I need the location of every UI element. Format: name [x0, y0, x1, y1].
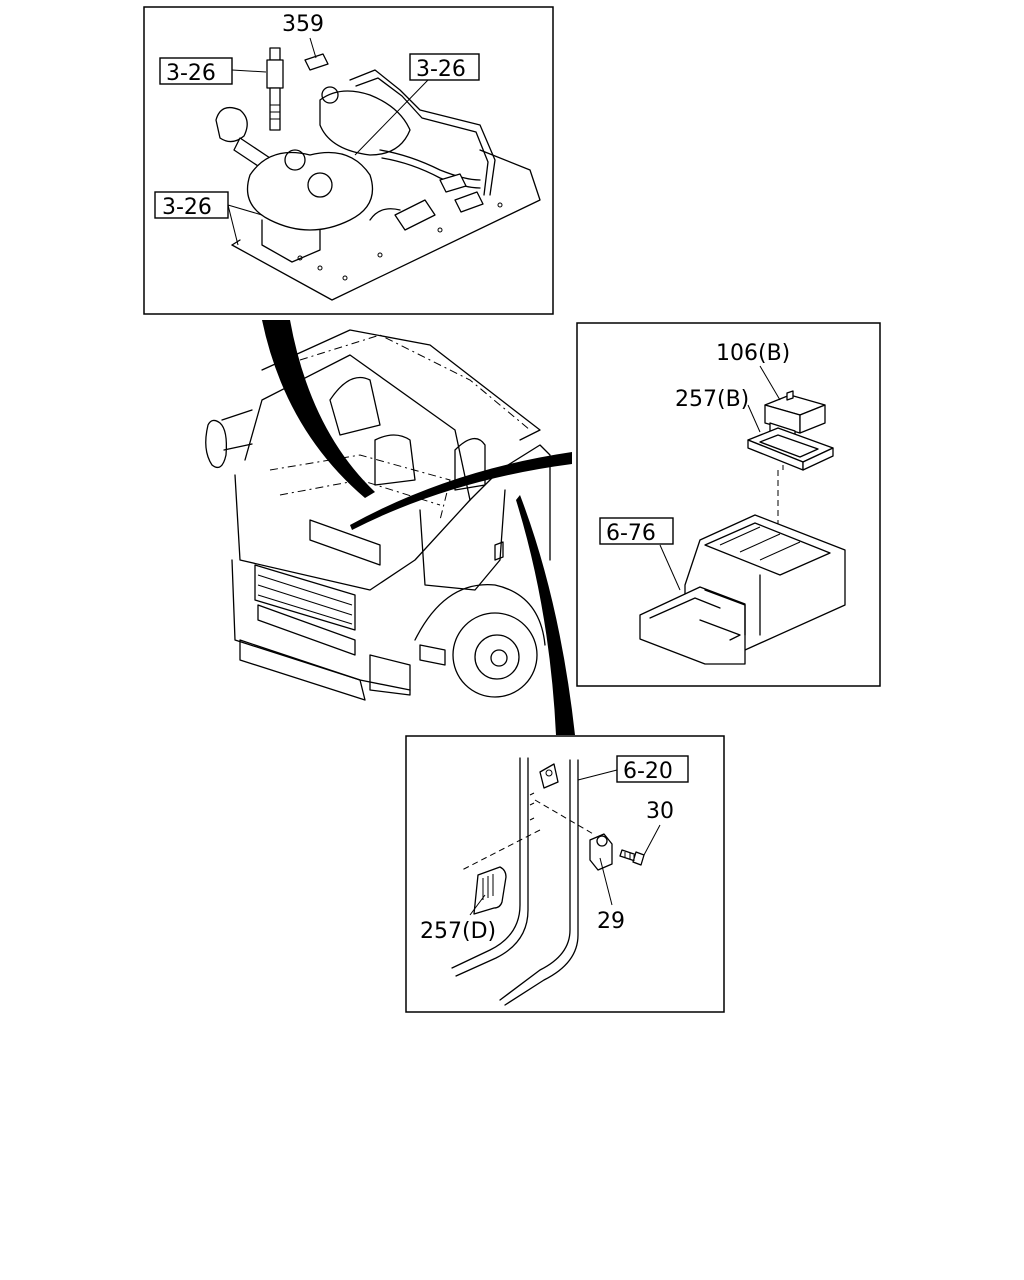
panel-console-switch	[576, 322, 881, 687]
ref-box-c	[154, 191, 229, 219]
truck-cab-illustration	[205, 329, 551, 701]
callout-part-106b: 106(B)	[716, 341, 790, 366]
leader-ribbon-bottom	[516, 495, 575, 735]
ref-box-a	[159, 57, 233, 85]
callout-ref-6-20: 6-20	[623, 759, 673, 784]
callout-part-29: 29	[597, 909, 625, 934]
leader-ribbon-top	[262, 320, 375, 498]
callout-ref-3-26-c: 3-26	[162, 195, 212, 220]
callout-part-257b: 257(B)	[675, 387, 749, 412]
callout-part-359: 359	[282, 12, 324, 37]
callout-ref-6-76: 6-76	[606, 521, 656, 546]
panel-engine-harness	[143, 6, 554, 315]
ref-box-676	[599, 517, 674, 545]
callout-ref-3-26-b: 3-26	[416, 57, 466, 82]
ref-box-620	[616, 755, 689, 783]
callout-ref-3-26-a: 3-26	[166, 61, 216, 86]
callout-leaders	[227, 37, 781, 916]
ref-box-b	[409, 53, 480, 81]
leader-ribbon-right	[350, 452, 572, 530]
callout-part-30: 30	[646, 799, 674, 824]
callout-part-257d: 257(D)	[420, 919, 496, 944]
